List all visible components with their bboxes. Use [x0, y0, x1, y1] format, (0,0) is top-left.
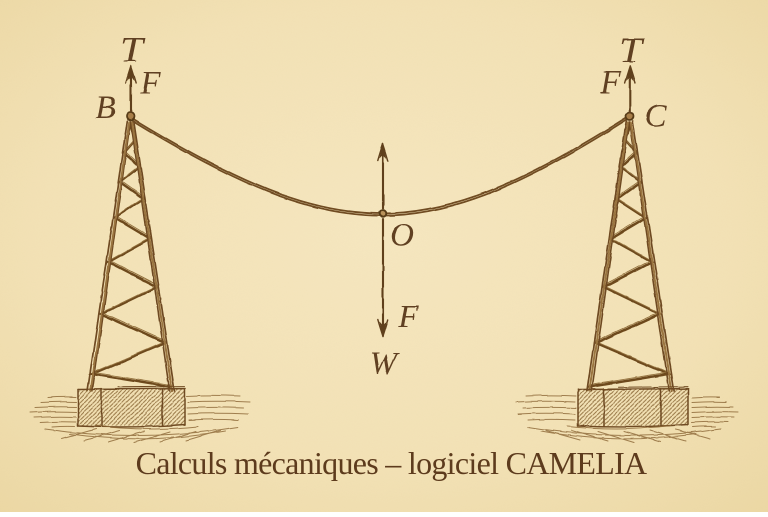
svg-text:B: B	[95, 90, 115, 126]
svg-text:C: C	[644, 99, 667, 135]
svg-text:F: F	[599, 65, 621, 101]
svg-text:W: W	[370, 346, 400, 382]
svg-text:T: T	[120, 30, 146, 70]
svg-text:T: T	[619, 30, 645, 70]
svg-text:O: O	[390, 218, 414, 254]
svg-text:F: F	[397, 299, 419, 335]
svg-text:Calculs mécaniques – logiciel: Calculs mécaniques – logiciel CAMELIA	[136, 445, 647, 481]
svg-text:F: F	[139, 66, 161, 102]
